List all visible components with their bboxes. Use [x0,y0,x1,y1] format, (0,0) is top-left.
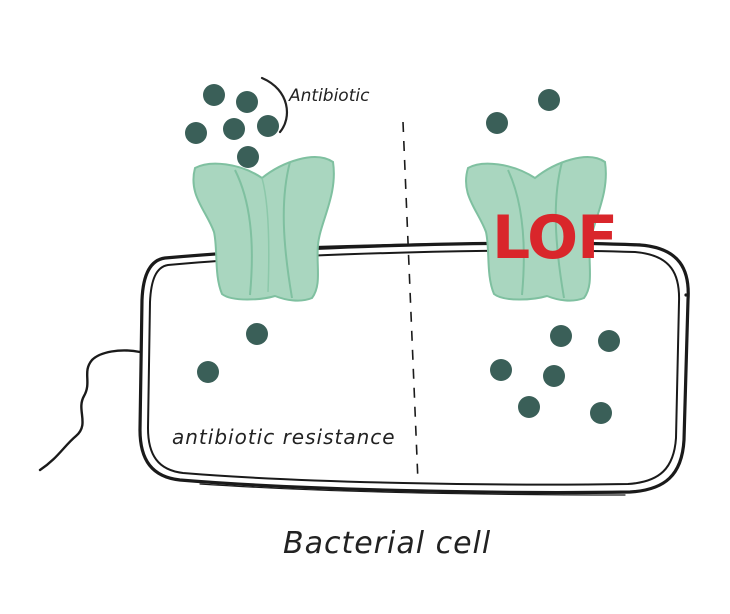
antibiotic-molecule-icon [486,112,508,134]
membrane-channel-icon [192,156,335,302]
antibiotic-molecule-icon [246,323,268,345]
antibiotic-molecule-icon [550,325,572,347]
antibiotic-bracket [260,76,288,134]
flagellum [38,349,142,472]
outside-left-molecules [185,84,279,168]
antibiotic-molecule-icon [203,84,225,106]
antibiotic-molecule-icon [223,118,245,140]
antibiotic-molecule-icon [236,91,258,113]
antibiotic-label: Antibiotic [288,86,370,106]
outside-right-molecules [486,89,560,134]
inside-right-molecules [490,325,620,424]
antibiotic-molecule-icon [197,361,219,383]
divider-dashed-line [402,121,419,483]
left-channel [192,156,335,302]
antibiotic-molecule-icon [538,89,560,111]
antibiotic-molecule-icon [490,359,512,381]
antibiotic-molecule-icon [237,146,259,168]
antibiotic-molecule-icon [543,365,565,387]
antibiotic-molecule-icon [518,396,540,418]
lof-label: LOF [492,203,617,273]
membrane-channel-icon [465,156,607,302]
antibiotic-molecule-icon [590,402,612,424]
antibiotic-molecule-icon [257,115,279,137]
inside-left-molecules [197,323,268,383]
bacterial-cell-label: Bacterial cell [283,526,491,561]
antibiotic-resistance-label: antibiotic resistance [172,425,396,449]
right-channel: LOF [465,156,618,302]
antibiotic-molecule-icon [598,330,620,352]
antibiotic-molecule-icon [185,122,207,144]
